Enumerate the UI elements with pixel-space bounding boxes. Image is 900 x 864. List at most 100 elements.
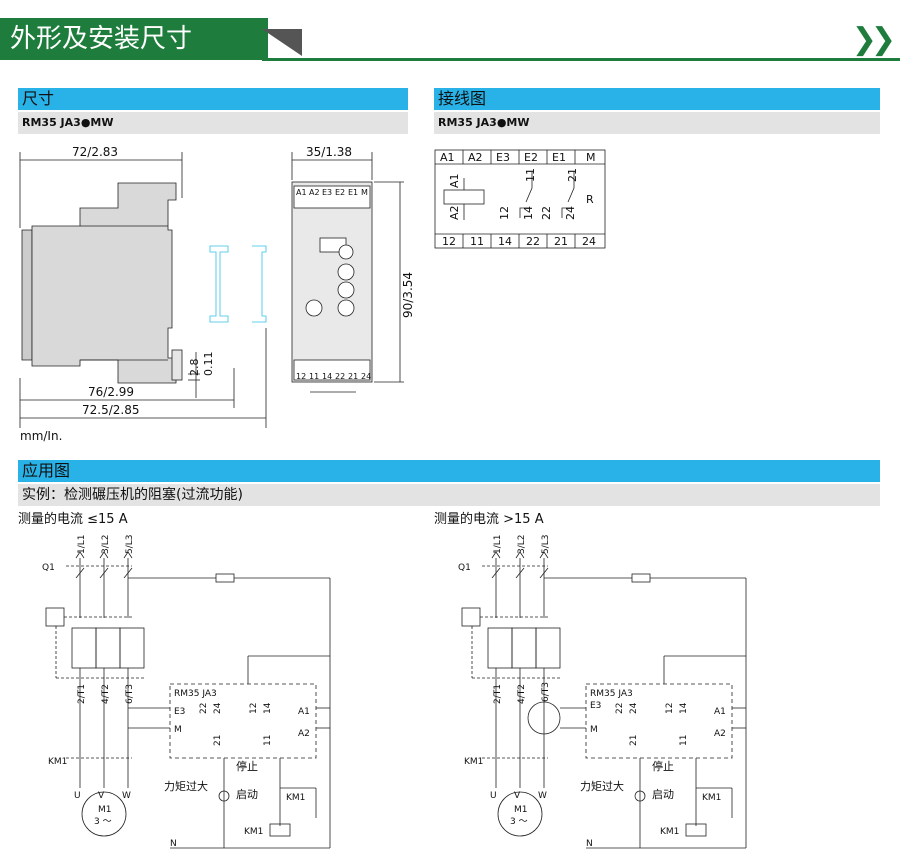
k11-label: 11 [679, 735, 689, 746]
motor-label: M1 [98, 805, 112, 815]
km1-main-label: KM1 [464, 757, 483, 767]
km1-contact-label: KM1 [286, 793, 305, 803]
term-bottom-label: 14 [322, 372, 332, 381]
m-label: M [590, 725, 598, 735]
e3-label: E3 [174, 707, 185, 717]
start-label: 启动 [652, 788, 674, 801]
a1-label: A1 [714, 707, 726, 717]
v-label: V [98, 791, 105, 801]
wire-top-label: E2 [524, 151, 538, 164]
term-bottom-label: 12 [296, 372, 306, 381]
title-notch [262, 29, 302, 56]
relay-label: RM35 JA3 [590, 689, 633, 699]
wiring-heading: 接线图 [434, 88, 880, 110]
k11-label: 11 [263, 735, 273, 746]
right-application-diagram: 1/L1 3/L2 5/L3 Q1 Q2 2/T1 4/T2 6/T3 RM35… [458, 535, 747, 849]
term-top-label: A2 [309, 188, 320, 197]
km1-coil-label: KM1 [660, 827, 679, 837]
wire-top-label: E1 [552, 151, 566, 164]
phase-l3-label: 5/L3 [125, 535, 135, 555]
m-label: M [174, 725, 182, 735]
k14-label: 14 [679, 702, 689, 714]
wire-bottom-label: 22 [526, 235, 540, 248]
stop-label: 停止 [236, 759, 258, 773]
coil-a2-label: A2 [448, 205, 461, 220]
phase-l1-label: 1/L1 [493, 535, 503, 555]
term-bottom-label: 22 [335, 372, 345, 381]
motor-type: 3 ～ [510, 817, 528, 827]
motor-type: 3 ～ [94, 817, 112, 827]
k22-label: 22 [615, 703, 625, 714]
term-bottom-label: 21 [348, 372, 358, 381]
t3-label: 6/T3 [125, 684, 135, 704]
km1-coil-label: KM1 [244, 827, 263, 837]
wire-bottom-label: 12 [442, 235, 456, 248]
left-diagram-caption: 测量的电流 ≤15 A [18, 512, 128, 527]
dim-d1: 2.8 [188, 359, 201, 377]
k24-label: 24 [629, 702, 639, 714]
right-diagram-caption: 测量的电流 >15 A [434, 512, 544, 527]
e3-label: E3 [590, 701, 601, 711]
dimension-drawing: A1 A2 E3 E2 E1 M 12 11 14 22 21 24 72/2.… [19, 145, 415, 443]
contact-14-label: 14 [522, 206, 535, 220]
q1-label: Q1 [42, 563, 55, 573]
km1-contact-label: KM1 [702, 793, 721, 803]
term-bottom-label: 24 [361, 372, 371, 381]
w-label: W [538, 791, 547, 801]
contact-12-label: 12 [498, 206, 511, 220]
title-rule [262, 58, 900, 61]
km1-main-label: KM1 [48, 757, 67, 767]
w-label: W [122, 791, 131, 801]
motor-label: M1 [514, 805, 528, 815]
phase-l2-label: 3/L2 [101, 535, 111, 555]
wire-bottom-label: 11 [470, 235, 484, 248]
overload-label: 力矩过大 [164, 779, 208, 793]
wire-top-label: A1 [440, 151, 455, 164]
term-top-label: A1 [296, 188, 307, 197]
a2-label: A2 [298, 729, 310, 739]
a2-label: A2 [714, 729, 726, 739]
t1-label: 2/T1 [493, 684, 503, 704]
relay-r-label: R [586, 193, 594, 206]
stop-label: 停止 [652, 759, 674, 773]
contact-21-label: 21 [566, 168, 579, 182]
u-label: U [74, 791, 81, 801]
page-title: 外形及安装尺寸 [0, 18, 268, 60]
wire-top-label: A2 [468, 151, 483, 164]
phase-l3-label: 5/L3 [541, 535, 551, 555]
left-application-diagram: 1/L1 3/L2 5/L3 Q1 Q2 2/T1 4/T2 6/T3 RM35… [42, 535, 331, 849]
dim-height: 90/3.54 [401, 272, 415, 318]
dim-bottom-2: 72.5/2.85 [82, 403, 139, 417]
wire-bottom-label: 14 [498, 235, 512, 248]
u-label: U [490, 791, 497, 801]
term-top-label: E3 [322, 188, 332, 197]
term-top-label: E1 [348, 188, 358, 197]
dim-unit: mm/In. [20, 429, 62, 443]
t3-label: 6/T3 [541, 682, 551, 702]
neutral-label: N [170, 839, 177, 849]
wire-bottom-label: 21 [554, 235, 568, 248]
term-top-label: M [361, 188, 368, 197]
wire-bottom-label: 24 [582, 235, 596, 248]
wiring-model: RM35 JA3●MW [434, 112, 880, 134]
neutral-label: N [586, 839, 593, 849]
coil-a1-label: A1 [448, 173, 461, 188]
contact-24-label: 24 [564, 206, 577, 220]
k24-label: 24 [213, 702, 223, 714]
k12-label: 12 [665, 703, 675, 714]
next-chevron-icon[interactable]: ❯❯ [851, 22, 896, 57]
contact-22-label: 22 [540, 206, 553, 220]
t2-label: 4/T2 [101, 684, 111, 704]
dim-width-top: 72/2.83 [72, 145, 118, 159]
overload-label: 力矩过大 [580, 779, 624, 793]
t2-label: 4/T2 [517, 684, 527, 704]
dimensions-heading: 尺寸 [18, 88, 408, 110]
k21-label: 21 [629, 735, 639, 746]
dim-front-width: 35/1.38 [306, 145, 352, 159]
term-bottom-label: 11 [309, 372, 319, 381]
v-label: V [514, 791, 521, 801]
phase-l1-label: 1/L1 [77, 535, 87, 555]
wire-top-label: E3 [496, 151, 510, 164]
dimensions-model: RM35 JA3●MW [18, 112, 408, 134]
q1-label: Q1 [458, 563, 471, 573]
